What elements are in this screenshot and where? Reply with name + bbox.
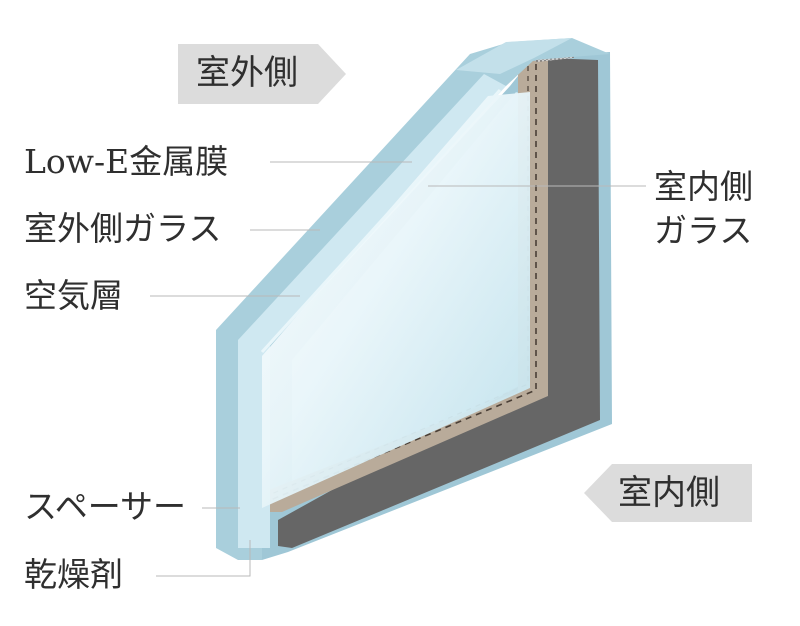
frame-dark [278,58,600,548]
leader-desiccant [156,540,251,577]
glass-face [262,92,530,508]
label-inner-glass-line2: ガラス [654,211,753,250]
label-low-e: Low-E金属膜 [24,142,229,181]
label-inner-glass-line1: 室内側 [654,167,753,206]
label-spacer: スペーサー [24,487,187,526]
label-outer-glass: 室外側ガラス [24,209,222,248]
label-desiccant: 乾燥剤 [24,555,123,594]
outdoor-tag-shape [178,44,346,104]
outdoor-tag: 室外側 [196,53,298,93]
indoor-tag: 室内側 [618,473,720,513]
label-air-layer: 空気層 [24,276,123,315]
indoor-tag-shape [584,464,752,522]
low-e-sheen [260,88,502,354]
outer-pane-top [456,38,572,74]
